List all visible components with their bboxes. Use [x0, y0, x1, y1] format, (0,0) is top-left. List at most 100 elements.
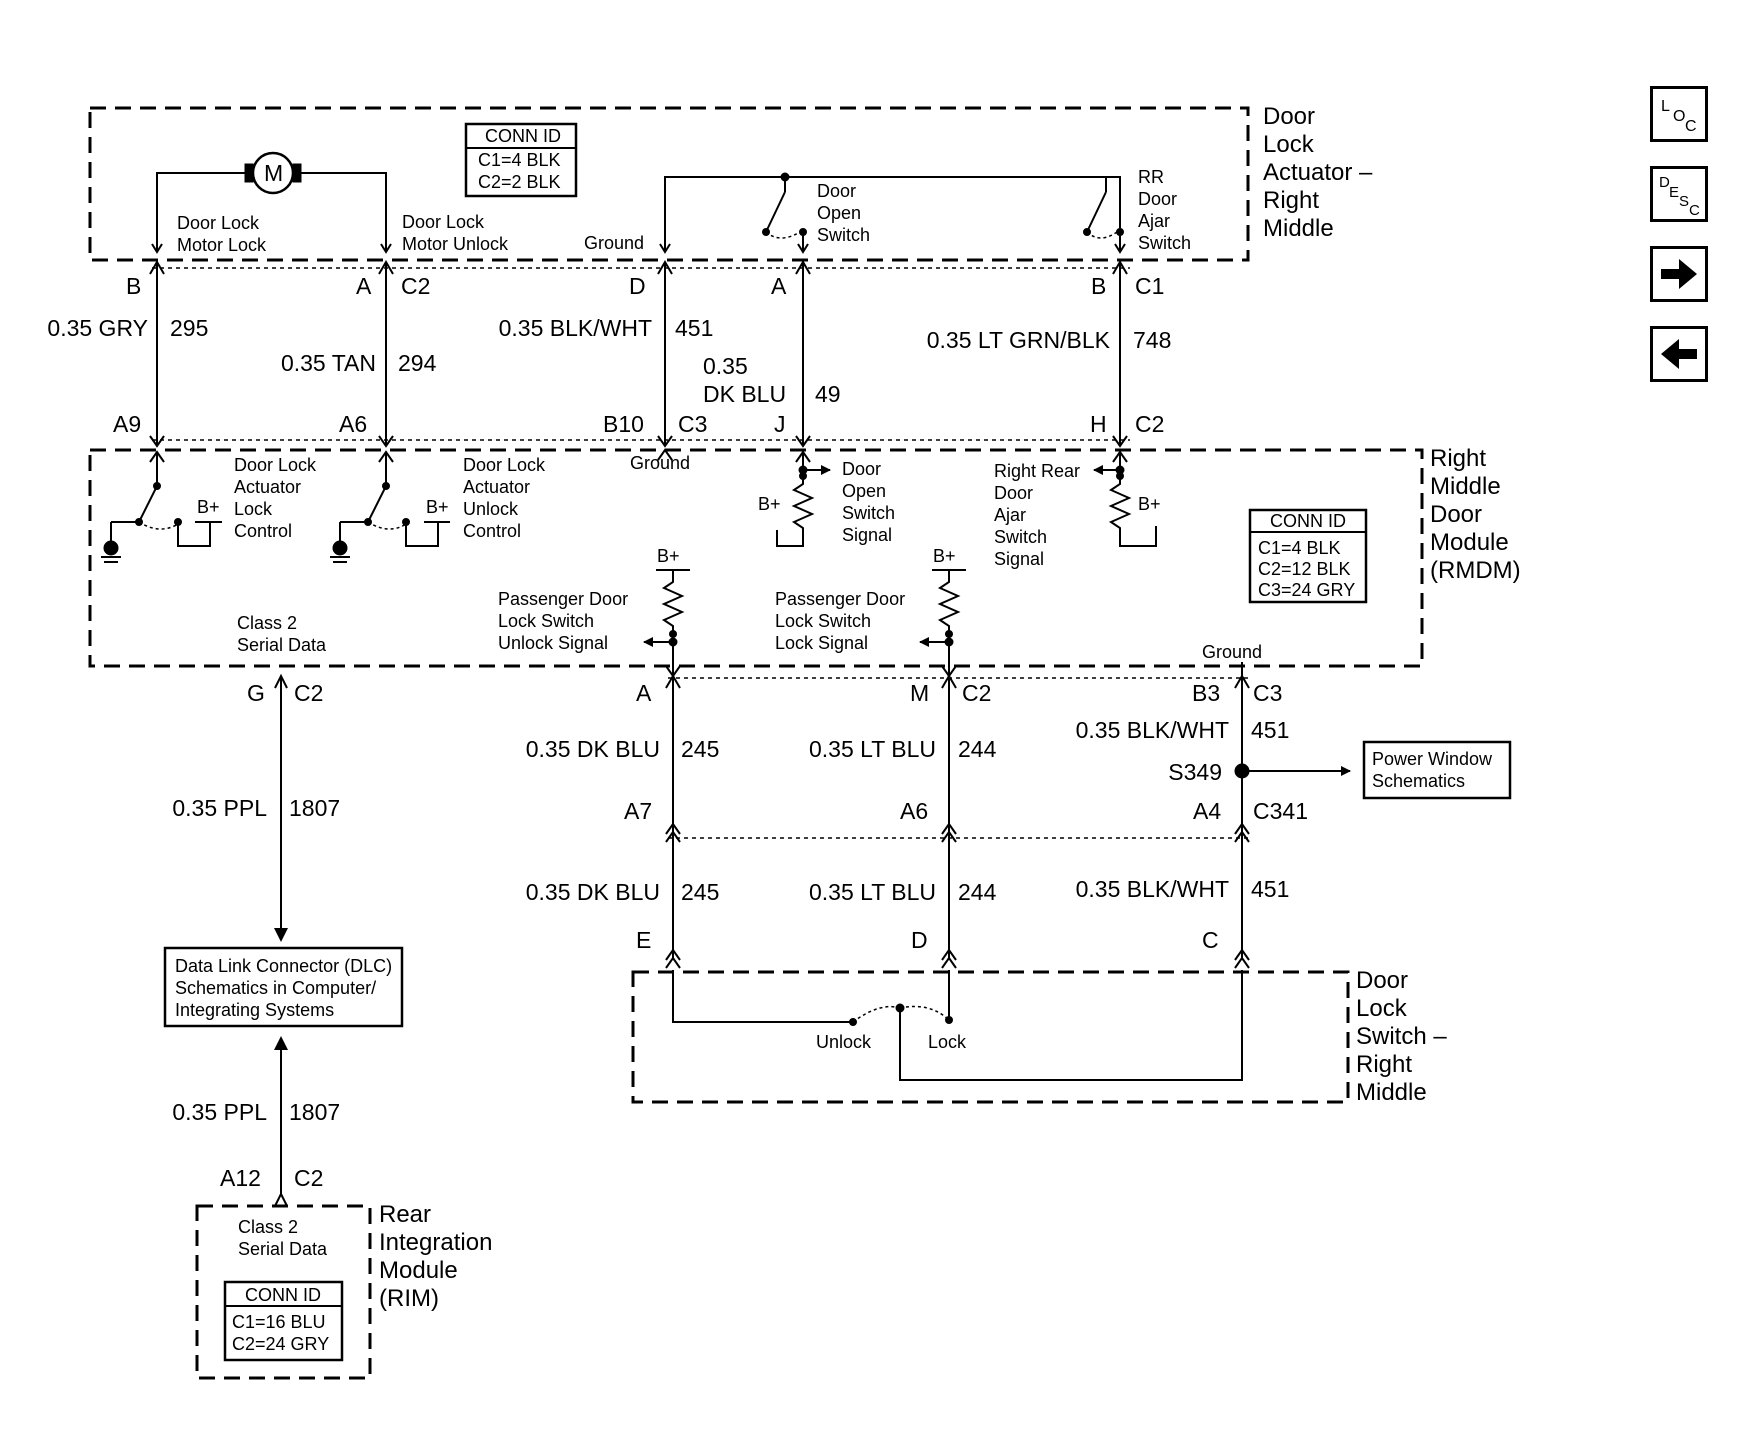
unlock-control-label-2: Actuator	[463, 477, 530, 497]
arrow-right-icon	[1661, 259, 1697, 289]
conn-c2-class2: C2	[294, 680, 323, 706]
dlc-box[interactable]	[163, 946, 404, 1028]
rmdm-title-1: Right	[1430, 445, 1486, 472]
pin-b: B	[126, 273, 141, 299]
rmdm-conn-c1: C1=4 BLK	[1258, 538, 1341, 558]
pin-b10: B10	[603, 411, 644, 437]
w748-size: 0.35 LT GRN/BLK	[927, 327, 1111, 353]
pin-a7: A7	[624, 798, 652, 824]
conn-c1-actuator: C1	[1135, 273, 1164, 299]
actuator-box	[88, 106, 1250, 262]
desc-button[interactable]: D E S C	[1650, 166, 1708, 222]
pin-h: H	[1090, 411, 1107, 437]
unlock-control-label-1: Door Lock	[463, 455, 546, 475]
w245b-circuit: 245	[681, 879, 719, 905]
conn-c341: C341	[1253, 798, 1308, 824]
pin-d: D	[629, 273, 646, 299]
w49-size-2: DK BLU	[703, 381, 786, 407]
rim-title-2: Integration	[379, 1229, 492, 1256]
rim-title-1: Rear	[379, 1201, 431, 1228]
w451a-circuit: 451	[1251, 717, 1289, 743]
motor-label: M	[264, 160, 283, 186]
lock-signal-label-3: Lock Signal	[775, 633, 868, 653]
w244b-circuit: 244	[958, 879, 997, 905]
rr-ajar-signal-label-2: Door	[994, 483, 1033, 503]
wire-1807-upper	[274, 673, 288, 942]
bplus-unlock-signal: B+	[657, 546, 680, 566]
ground-icon-unlock	[330, 540, 350, 563]
unlock-control-label-4: Control	[463, 521, 521, 541]
motor-lock-label-2: Motor Lock	[177, 235, 267, 255]
actuator-conn-c2: C2=2 BLK	[478, 172, 561, 192]
unlock-signal-label-1: Passenger Door	[498, 589, 628, 609]
w1807-top-size: 0.35 PPL	[172, 795, 267, 821]
w294-circuit: 294	[398, 350, 437, 376]
loc-button[interactable]: L O C	[1650, 86, 1708, 142]
motor-lock-label-1: Door Lock	[177, 213, 260, 233]
w451b-circuit: 451	[1251, 876, 1289, 902]
desc-letter-3: S	[1679, 193, 1689, 210]
pin-g: G	[247, 680, 265, 706]
next-button[interactable]	[1650, 246, 1708, 302]
rmdm-title-2: Middle	[1430, 473, 1501, 500]
rmdm-title-4: Module	[1430, 529, 1509, 556]
pin-a6-upper: A6	[339, 411, 367, 437]
rim-title-4: (RIM)	[379, 1285, 439, 1312]
actuator-title-4: Right	[1263, 187, 1319, 214]
bplus-lock: B+	[197, 497, 220, 517]
w1807-bottom-size: 0.35 PPL	[172, 1099, 267, 1125]
rr-ajar-signal-label-5: Signal	[994, 549, 1044, 569]
rim-conn-id-box	[223, 1280, 344, 1362]
rr-ajar-switch-label-4: Switch	[1138, 233, 1191, 253]
lock-control-label-2: Actuator	[234, 477, 301, 497]
bplus-unlock: B+	[426, 497, 449, 517]
rr-door-ajar-switch-icon	[1086, 177, 1118, 239]
lock-control-switch-icon	[110, 450, 222, 547]
rmdm-class2-label-1: Class 2	[237, 613, 297, 633]
w294-size: 0.35 TAN	[281, 350, 376, 376]
rim-class2-label-1: Class 2	[238, 1217, 298, 1237]
conn-c3-lower: C3	[1253, 680, 1282, 706]
rmdm-box	[88, 448, 1424, 668]
wire-451-lower	[1234, 662, 1250, 969]
rmdm-conn-id-box	[1248, 508, 1368, 604]
door-open-switch-label-3: Switch	[817, 225, 870, 245]
w244-circuit: 244	[958, 736, 997, 762]
bplus-lock-signal: B+	[933, 546, 956, 566]
pin-d-lower: D	[911, 927, 928, 953]
rr-ajar-switch-label-3: Ajar	[1138, 211, 1170, 231]
lock-switch-title-1: Door	[1356, 967, 1408, 994]
dlc-label-1: Data Link Connector (DLC)	[175, 956, 392, 976]
w245b-size: 0.35 DK BLU	[526, 879, 660, 905]
conn-c2-rmdm: C2	[1135, 411, 1164, 437]
rmdm-title-5: (RMDM)	[1430, 557, 1521, 584]
rr-ajar-signal-label-4: Switch	[994, 527, 1047, 547]
door-open-signal-label-4: Signal	[842, 525, 892, 545]
rmdm-ground-c3	[657, 448, 673, 461]
w451a-size: 0.35 BLK/WHT	[1076, 717, 1229, 743]
w295-circuit: 295	[170, 315, 208, 341]
pin-a2: A	[771, 273, 787, 299]
loc-letter-2: O	[1673, 108, 1685, 125]
lock-control-label-4: Control	[234, 521, 292, 541]
rr-ajar-switch-label-2: Door	[1138, 189, 1177, 209]
pin-a: A	[356, 273, 372, 299]
rim-conn-c2: C2=24 GRY	[232, 1334, 329, 1354]
lock-switch-title-5: Middle	[1356, 1079, 1427, 1106]
pin-c: C	[1202, 927, 1219, 953]
lock-signal-label-1: Passenger Door	[775, 589, 905, 609]
motor-unlock-label-2: Motor Unlock	[402, 234, 509, 254]
pin-a9: A9	[113, 411, 141, 437]
rmdm-conn-id-title: CONN ID	[1270, 511, 1346, 531]
rmdm-title-3: Door	[1430, 501, 1482, 528]
power-window-ref-box[interactable]	[1362, 740, 1512, 800]
door-open-signal-label-3: Switch	[842, 503, 895, 523]
pin-j: J	[774, 411, 786, 437]
wire-748	[1112, 260, 1128, 448]
actuator-title-1: Door	[1263, 103, 1315, 130]
desc-letter-4: C	[1689, 202, 1700, 219]
back-button[interactable]	[1650, 326, 1708, 382]
wire-1807-lower	[274, 1036, 288, 1207]
loc-letter-1: L	[1661, 98, 1670, 115]
ground-icon-lock	[101, 540, 121, 563]
